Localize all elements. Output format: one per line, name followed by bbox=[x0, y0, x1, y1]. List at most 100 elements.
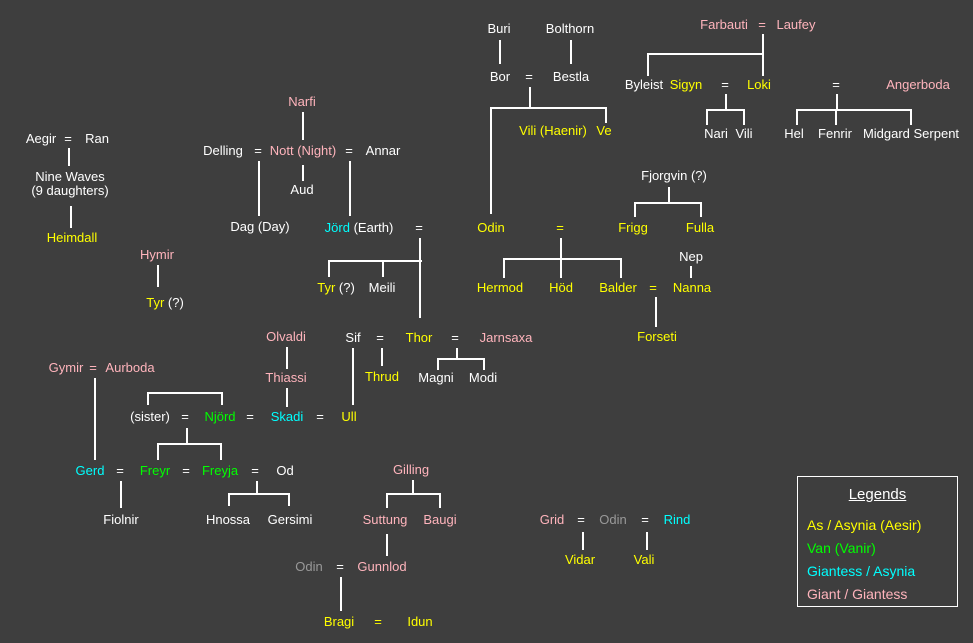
person-aud: Aud bbox=[290, 182, 314, 197]
connector-line bbox=[157, 443, 159, 460]
person-j-rd-earth: Jörd (Earth) bbox=[325, 220, 394, 235]
person-gunnlod: Gunnlod bbox=[357, 559, 407, 574]
marriage-equals: = bbox=[316, 409, 324, 424]
person-aegir: Aegir bbox=[25, 131, 57, 146]
connector-line bbox=[286, 347, 288, 369]
person-od: Od bbox=[276, 463, 294, 478]
connector-line bbox=[582, 532, 584, 550]
person-hymir: Hymir bbox=[140, 247, 174, 262]
connector-line bbox=[157, 443, 222, 445]
person-meili: Meili bbox=[368, 280, 396, 295]
connector-line bbox=[286, 388, 288, 407]
connector-line bbox=[706, 109, 745, 111]
legend-box: Legends As / Asynia (Aesir)Van (Vanir)Gi… bbox=[797, 476, 958, 607]
connector-line bbox=[529, 87, 531, 107]
person-odin: Odin bbox=[477, 220, 505, 235]
connector-line bbox=[560, 238, 562, 258]
person-sif: Sif bbox=[345, 330, 361, 345]
person-vili-haenir: Vili (Haenir) bbox=[519, 123, 587, 138]
person-bor: Bor bbox=[489, 69, 511, 84]
person-annar: Annar bbox=[365, 143, 401, 158]
person-farbauti: Farbauti bbox=[700, 17, 748, 32]
person-freyr: Freyr bbox=[139, 463, 171, 478]
marriage-equals: = bbox=[721, 77, 729, 92]
connector-line bbox=[490, 107, 492, 214]
person-fenrir: Fenrir bbox=[818, 126, 852, 141]
connector-line bbox=[120, 481, 122, 508]
person-balder: Balder bbox=[599, 280, 637, 295]
person-odin: Odin bbox=[295, 559, 323, 574]
person-name-part: (?) bbox=[335, 280, 355, 295]
person-name-part: Jörd bbox=[324, 220, 350, 235]
person-hel: Hel bbox=[784, 126, 804, 141]
connector-line bbox=[412, 480, 414, 493]
connector-line bbox=[386, 493, 441, 495]
person-sigyn: Sigyn bbox=[669, 77, 703, 92]
marriage-equals: = bbox=[374, 614, 382, 629]
marriage-equals: = bbox=[415, 220, 423, 235]
person-nanna: Nanna bbox=[672, 280, 712, 295]
marriage-equals: = bbox=[451, 330, 459, 345]
legend-item-giantess-asynia: Giantess / Asynia bbox=[807, 563, 916, 579]
person-narfi: Narfi bbox=[288, 94, 316, 109]
connector-line bbox=[456, 348, 458, 358]
person-grid: Grid bbox=[539, 512, 565, 527]
person-rind: Rind bbox=[663, 512, 691, 527]
connector-line bbox=[796, 109, 912, 111]
connector-line bbox=[503, 258, 505, 278]
connector-line bbox=[328, 260, 330, 277]
marriage-equals: = bbox=[64, 131, 72, 146]
connector-line bbox=[258, 161, 260, 216]
connector-line bbox=[634, 202, 636, 217]
person-9-daughters: (9 daughters) bbox=[31, 183, 109, 198]
connector-line bbox=[419, 238, 421, 318]
person-name-part: Tyr bbox=[317, 280, 336, 295]
person-forseti: Forseti bbox=[637, 329, 677, 344]
person-thor: Thor bbox=[405, 330, 433, 345]
connector-line bbox=[437, 358, 439, 370]
person-freyja: Freyja bbox=[201, 463, 239, 478]
person-nine-waves: Nine Waves bbox=[35, 169, 105, 184]
connector-line bbox=[220, 443, 222, 460]
person-fjorgvin: Fjorgvin (?) bbox=[641, 168, 707, 183]
person-name-part: Tyr bbox=[146, 295, 165, 310]
person-ve: Ve bbox=[596, 123, 612, 138]
person-gilling: Gilling bbox=[392, 462, 430, 477]
marriage-equals: = bbox=[556, 220, 564, 235]
connector-line bbox=[646, 532, 648, 550]
connector-line bbox=[147, 392, 149, 405]
person-nari: Nari bbox=[704, 126, 728, 141]
connector-line bbox=[570, 40, 572, 64]
connector-line bbox=[483, 358, 485, 370]
person-tyr: Tyr (?) bbox=[146, 295, 184, 310]
connector-line bbox=[700, 202, 702, 217]
marriage-equals: = bbox=[758, 17, 766, 32]
person-nott-night: Nott (Night) bbox=[269, 143, 337, 158]
connector-line bbox=[352, 348, 354, 405]
marriage-equals: = bbox=[246, 409, 254, 424]
legend-item-as-asynia-aesir: As / Asynia (Aesir) bbox=[807, 517, 922, 533]
person-gerd: Gerd bbox=[75, 463, 105, 478]
person-bolthorn: Bolthorn bbox=[545, 21, 595, 36]
marriage-equals: = bbox=[254, 143, 262, 158]
person-hnossa: Hnossa bbox=[205, 512, 251, 527]
person-tyr: Tyr (?) bbox=[317, 280, 355, 295]
person-aurboda: Aurboda bbox=[105, 360, 155, 375]
marriage-equals: = bbox=[336, 559, 344, 574]
connector-line bbox=[328, 260, 422, 262]
connector-line bbox=[605, 107, 607, 123]
person-angerboda: Angerboda bbox=[886, 77, 950, 92]
marriage-equals: = bbox=[525, 69, 533, 84]
connector-line bbox=[634, 202, 702, 204]
marriage-equals: = bbox=[641, 512, 649, 527]
marriage-equals: = bbox=[345, 143, 353, 158]
connector-line bbox=[340, 577, 342, 611]
connector-line bbox=[288, 493, 290, 506]
person-bragi: Bragi bbox=[323, 614, 355, 629]
connector-line bbox=[668, 187, 670, 202]
marriage-equals: = bbox=[577, 512, 585, 527]
connector-line bbox=[503, 258, 622, 260]
person-odin: Odin bbox=[599, 512, 627, 527]
connector-line bbox=[302, 165, 304, 181]
